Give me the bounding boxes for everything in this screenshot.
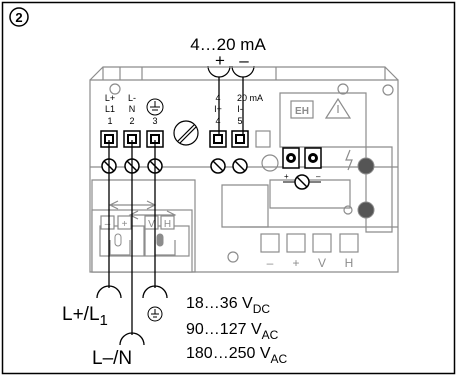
terminal-4-label-top: 4 [215, 93, 220, 103]
ground-symbol-supply [147, 306, 163, 322]
right-round-button-bottom [357, 201, 375, 219]
live-wire-arc [96, 285, 122, 299]
figure-number: 2 [15, 10, 22, 25]
diode-terminal-pair: + – [282, 147, 322, 190]
warning-icon [324, 97, 352, 119]
ground-symbol-terminal [146, 98, 164, 116]
terminal-2-label-top: L- [128, 93, 136, 103]
neutral-wire-arc [119, 332, 145, 346]
module-button-minus: – [105, 219, 111, 230]
terminal-block-4 [209, 130, 227, 148]
bottom-key-h-label: H [345, 256, 354, 270]
bottom-keys [260, 233, 359, 253]
terminal-1-label-top: L+ [105, 93, 115, 103]
plug-in-module [91, 200, 193, 273]
terminal-1-number: 1 [107, 116, 112, 126]
bottom-key-minus-label: – [267, 256, 274, 270]
terminal-4-label-mid: I+ [214, 104, 222, 114]
terminal-5-label-mid: I- [237, 104, 243, 114]
bottom-key-v-label: V [318, 256, 326, 270]
output-plus-sign: + [215, 51, 225, 70]
neutral-label: L–/N [92, 348, 132, 369]
terminal-3-number: 3 [152, 116, 157, 126]
output-minus-sign: – [239, 51, 249, 70]
right-round-button-top [357, 157, 375, 175]
live-label-subscript: 1 [100, 312, 108, 329]
svg-text:–: – [316, 172, 321, 181]
terminal-4-number: 4 [215, 116, 220, 126]
figure-number-circle [9, 7, 29, 27]
terminal-block-1 [100, 130, 118, 148]
output-minus-arc [231, 65, 255, 78]
eh-logo-box [290, 100, 314, 119]
terminal-2-number: 2 [129, 116, 134, 126]
svg-text:+: + [284, 172, 289, 181]
terminal-5-number: 5 [237, 116, 242, 126]
voltage-range-2-sub: AC [262, 328, 279, 342]
wires [108, 77, 244, 335]
module-button-plus: + [122, 219, 128, 230]
terminal-block-empty [255, 130, 271, 148]
module-buttons: – + V H [100, 215, 175, 247]
adjust-screw-icon [173, 120, 199, 146]
module-button-h: H [164, 219, 171, 230]
live-label: L+/L1 [62, 304, 108, 329]
voltage-range-1-sub: DC [253, 302, 271, 316]
ground-wire-arc [142, 285, 168, 299]
voltage-range-1: 18…36 VDC [186, 295, 270, 316]
voltage-range-3-sub: AC [271, 352, 288, 366]
terminal-block-5 [231, 130, 249, 148]
terminal-block-3 [146, 130, 164, 148]
terminal-1-label-mid: L1 [105, 104, 115, 114]
terminal-5-label-top: 20 mA [237, 93, 263, 103]
eh-logo: EH [295, 106, 309, 117]
terminal-2-label-mid: N [129, 104, 136, 114]
voltage-range-2: 90…127 VAC [186, 321, 279, 342]
output-plus-arc [207, 65, 231, 78]
bottom-key-plus-label: + [292, 256, 299, 270]
output-range-label: 4…20 mA [190, 35, 266, 54]
module-button-v: V [148, 219, 155, 230]
voltage-range-3: 180…250 VAC [186, 345, 288, 366]
